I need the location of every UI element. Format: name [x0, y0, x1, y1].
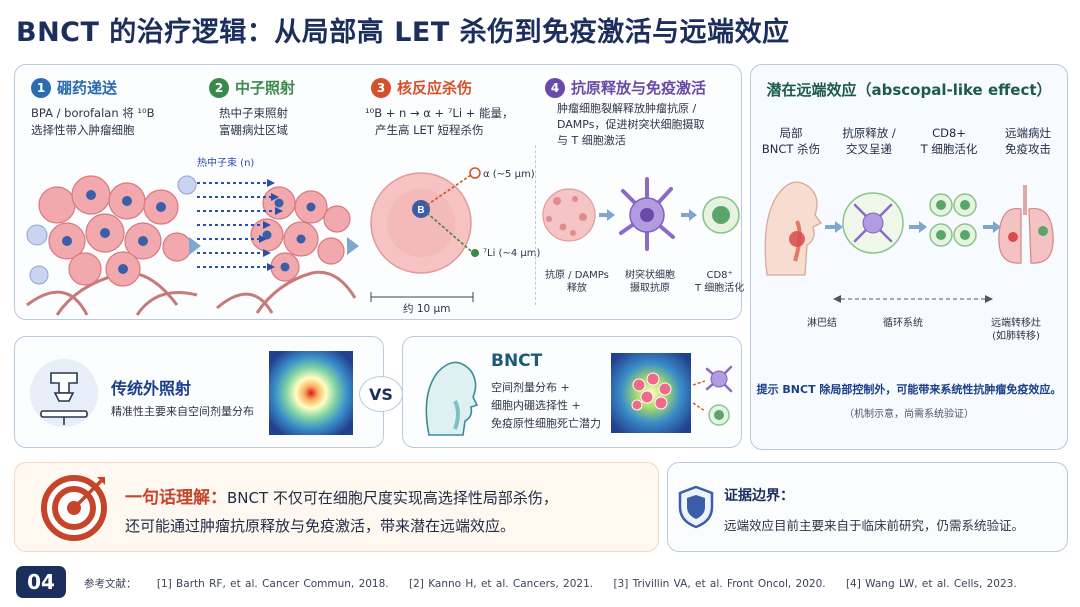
lungs-icon	[998, 185, 1054, 264]
step-number: 4	[545, 77, 565, 98]
reference-item: [3] Trivillin VA, et al. Front Oncol, 20…	[613, 578, 826, 590]
step-number: 3	[371, 77, 391, 98]
reference-item: [4] Wang LW, et al. Cells, 2023.	[845, 578, 1017, 590]
traditional-rt-desc: 精准性主要来自空间剂量分布	[111, 405, 254, 418]
dendritic-cell-label: 树突状细胞摄取抗原	[625, 270, 675, 294]
step-number: 2	[209, 77, 229, 98]
references-label: 参考文献：	[84, 578, 137, 590]
page-number: 04	[16, 566, 66, 598]
bnct-dose-map	[611, 353, 691, 433]
divider	[535, 145, 536, 305]
step-number: 1	[31, 77, 51, 98]
page-title: BNCT 的治疗逻辑：从局部高 LET 杀伤到免疫激活与远端效应	[16, 17, 790, 48]
circulation-arrow	[833, 295, 993, 303]
bnct-compare-panel: BNCT 空间剂量分布 +细胞内硼选择性 +免疫原性细胞死亡潜力	[402, 336, 742, 448]
bnct-immune-cells	[692, 365, 733, 426]
step-desc: 热中子束照射富硼病灶区域	[219, 106, 288, 137]
t-cell-label: CD8⁺T 细胞活化	[695, 270, 745, 294]
step-title: 硼药递送	[57, 79, 118, 97]
scale-label: 约 10 μm	[403, 303, 451, 315]
references: 参考文献： [1] Barth RF, et al. Cancer Commun…	[84, 576, 1033, 591]
step-title: 核反应杀伤	[397, 79, 473, 97]
flow-arrow	[189, 237, 201, 255]
step-desc: 肿瘤细胞裂解释放肿瘤抗原 /DAMPs，促进树突状细胞摄取与 T 细胞激活	[557, 102, 705, 147]
reference-item: [1] Barth RF, et al. Cancer Commun, 2018…	[156, 578, 389, 590]
summary-line-1: 一句话理解：BNCT 不仅可在细胞尺度实现高选择性局部杀伤，	[125, 488, 558, 508]
lymph-node-label: 淋巴结	[807, 318, 837, 329]
patient-head-icon	[764, 181, 822, 276]
bnct-desc: 空间剂量分布 +细胞内硼选择性 +免疫原性细胞死亡潜力	[491, 381, 601, 430]
summary-label: 一句话理解：	[125, 488, 227, 508]
svg-text:B: B	[417, 205, 424, 216]
flow-arrow	[347, 237, 359, 255]
abscopal-note: （机制示意，尚需系统验证）	[844, 409, 974, 420]
abscopal-illustration	[764, 181, 1054, 276]
lymph-node-icon	[842, 192, 904, 254]
alpha-label: α (~5 μm)	[483, 169, 535, 180]
step-neutron-irradiation: 2 中子照射 热中子束照射富硼病灶区域 热中子束 (n)	[197, 65, 357, 321]
evidence-title: 证据边界：	[724, 488, 794, 504]
evidence-panel: 证据边界： 远端效应目前主要来自于临床前研究，仍需系统验证。	[667, 462, 1068, 552]
radiotherapy-machine-icon	[30, 359, 98, 427]
reference-item: [2] Kanno H, et al. Cancers, 2021.	[408, 578, 594, 590]
traditional-rt-panel: 传统外照射 精准性主要来自空间剂量分布	[14, 336, 384, 448]
lithium-label: ⁷Li (~4 μm)	[483, 248, 541, 259]
step-immune-activation: 4 抗原释放与免疫激活 肿瘤细胞裂解释放肿瘤抗原 /DAMPs，促进树突状细胞摄…	[539, 65, 745, 321]
step-title: 抗原释放与免疫激活	[571, 79, 707, 97]
tumor-cells-illustration	[26, 175, 198, 316]
boron-reaction-illustration: B	[370, 167, 481, 302]
vs-badge: VS	[359, 376, 403, 412]
target-icon	[41, 475, 107, 541]
traditional-rt-title: 传统外照射	[111, 379, 192, 398]
neutron-beam-illustration	[197, 179, 357, 314]
summary-panel: 一句话理解：BNCT 不仅可在细胞尺度实现高选择性局部杀伤， 还可能通过肿瘤抗原…	[14, 462, 659, 552]
dose-distribution-map	[269, 351, 353, 435]
abscopal-hint: 提示 BNCT 除局部控制外，可能带来系统性抗肿瘤免疫效应。	[756, 383, 1062, 396]
step-nuclear-reaction: 3 核反应杀伤 ¹⁰B + n → α + ⁷Li + 能量，产生高 LET 短…	[365, 65, 540, 321]
evidence-text: 远端效应目前主要来自于临床前研究，仍需系统验证。	[724, 518, 1025, 533]
step-title: 中子照射	[235, 79, 296, 97]
shield-icon	[678, 485, 714, 529]
step-desc: ¹⁰B + n → α + ⁷Li + 能量，产生高 LET 短程杀伤	[365, 106, 514, 137]
abscopal-col-distant: 远端病灶免疫攻击	[1005, 126, 1051, 156]
neutron-beam-label: 热中子束 (n)	[197, 158, 255, 169]
summary-line-2: 还可能通过肿瘤抗原释放与免疫激活，带来潜在远端效应。	[125, 517, 516, 535]
abscopal-col-tcell: CD8+T 细胞活化	[920, 126, 978, 156]
abscopal-col-antigen: 抗原释放 /交叉呈递	[842, 126, 896, 156]
abscopal-title: 潜在远端效应（abscopal-like effect）	[766, 81, 1052, 99]
circulation-label: 循环系统	[883, 318, 923, 329]
immune-activation-illustration	[542, 177, 740, 251]
distant-metastasis-label: 远端转移灶(如肺转移)	[991, 318, 1041, 342]
bnct-title: BNCT	[491, 351, 543, 371]
patient-head-icon	[425, 361, 479, 436]
